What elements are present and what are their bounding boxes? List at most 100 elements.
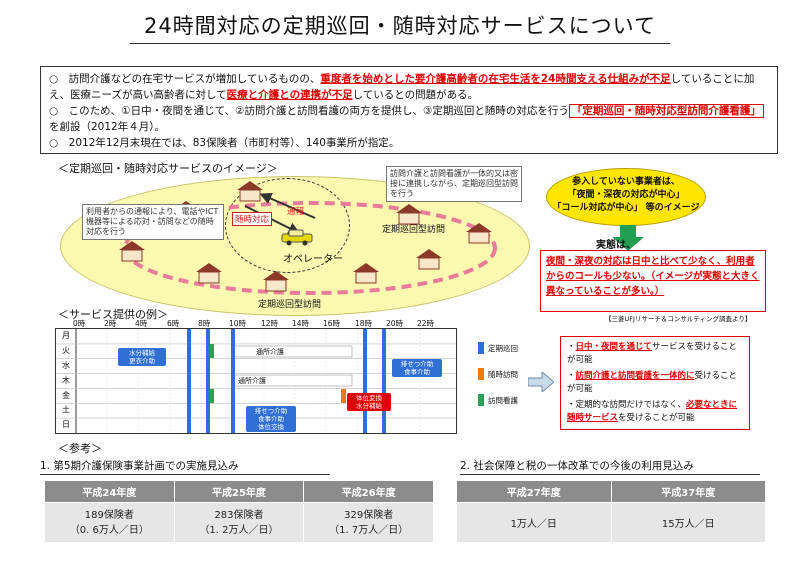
house-icon bbox=[196, 263, 222, 284]
day-label: 火 bbox=[62, 345, 70, 355]
summary-p1-red1: 重度者を始めとした要介護高齢者の在宅生活を24時間支える仕組みが不足 bbox=[320, 73, 671, 85]
fact-body: 夜間・深夜の対応は日中と比べて少なく、利用者からのコールも少ない。（イメージが実… bbox=[546, 256, 760, 297]
fact-box: 夜間・深夜の対応は日中と比べて少なく、利用者からのコールも少ない。（イメージが実… bbox=[540, 250, 766, 312]
table2-cell: 15万人／日 bbox=[610, 502, 766, 543]
day-label: 木 bbox=[62, 375, 70, 385]
route-label-right: 定期巡回型訪問 bbox=[382, 225, 446, 235]
hour-label: 14時 bbox=[292, 319, 310, 328]
summary-p1-red2: 医療と介護との連携が不足 bbox=[226, 89, 353, 101]
table1-title-underline bbox=[40, 474, 330, 475]
benefit-notes: ・日中・夜間を通じてサービスを受けることが可能 ・訪問介護と訪問看護を一体的に受… bbox=[560, 336, 750, 430]
hour-label: 0時 bbox=[73, 319, 86, 328]
page-title: 24時間対応の定期巡回・随時対応サービスについて bbox=[143, 14, 657, 38]
legend-label: 訪問看護 bbox=[488, 395, 518, 405]
house-icon bbox=[396, 204, 422, 225]
hour-label: 2時 bbox=[104, 319, 117, 328]
legend-swatch bbox=[478, 342, 484, 354]
hour-label: 6時 bbox=[167, 319, 180, 328]
note-1-pre: ・ bbox=[567, 342, 576, 352]
table1-cell: 189保険者（0. 6万人／日） bbox=[44, 502, 175, 543]
table2-title-underline bbox=[460, 474, 760, 475]
house-icon bbox=[119, 241, 145, 262]
summary-p2: ○ このため、①日中・夜間を通じて、②訪問介護と訪問看護の両方を提供し、③定期巡… bbox=[49, 103, 769, 135]
table2-title: 2. 社会保障と税の一体改革での今後の利用見込み bbox=[460, 460, 694, 472]
table1-cell-line1: 283保険者 bbox=[214, 509, 264, 521]
house-icon bbox=[353, 263, 379, 284]
day-label: 金 bbox=[62, 390, 70, 400]
fact-source: 【三菱UFJリサーチ＆コンサルティング調査より】 bbox=[605, 315, 752, 323]
tsusho-label-1: 通所介護 bbox=[256, 348, 284, 356]
table1-header: 平成24年度 bbox=[44, 480, 175, 503]
title-underline bbox=[130, 43, 670, 44]
operator-area-ellipse bbox=[225, 178, 350, 273]
table2: 平成27年度 平成37年度 1万人／日 15万人／日 bbox=[456, 480, 766, 543]
table2-cell: 1万人／日 bbox=[456, 502, 612, 543]
table1-header: 平成25年度 bbox=[173, 480, 305, 503]
schedule-grid: 月 火 水 木 金 土 日 通所介護 通所介護 水分補給 更衣介助 排せつ介助 … bbox=[55, 328, 457, 434]
day-label: 月 bbox=[62, 331, 70, 340]
table2-header: 平成37年度 bbox=[610, 480, 766, 503]
legend-label: 随時訪問 bbox=[488, 369, 518, 379]
note-2-red: 訪問介護と訪問看護を一体的に bbox=[575, 371, 695, 381]
hour-label: 8時 bbox=[198, 319, 211, 328]
note-taii: 体位変換 水分補給 bbox=[347, 393, 391, 411]
day-labels: 月 火 水 木 金 土 日 bbox=[56, 329, 76, 433]
right-arrow-icon bbox=[528, 372, 554, 392]
house-icon bbox=[237, 181, 263, 202]
bubble-line1: 参入していない事業者は、 bbox=[572, 177, 680, 187]
table1-cell-line1: 329保険者 bbox=[344, 509, 394, 521]
summary-p3: ○ 2012年12月末現在では、83保険者（市町村等）、140事業所が指定。 bbox=[49, 137, 400, 149]
hour-axis: 0時 2時 4時 6時 8時 10時 12時 14時 16時 18時 20時 2… bbox=[73, 318, 453, 328]
note-1-post: サービスを受けることが可能 bbox=[567, 342, 738, 365]
table1-cell-line2: （0. 6万人／日） bbox=[69, 524, 149, 536]
note-2-pre: ・ bbox=[567, 371, 576, 381]
legend-swatch bbox=[478, 368, 484, 380]
table1-header: 平成26年度 bbox=[303, 480, 434, 503]
legend-swatch bbox=[478, 394, 484, 406]
table1: 平成24年度 平成25年度 平成26年度 189保険者（0. 6万人／日） 28… bbox=[44, 480, 434, 543]
bubble-line2: 「夜間・深夜の対応が中心」 bbox=[567, 190, 685, 200]
misconception-bubble: 参入していない事業者は、 「夜間・深夜の対応が中心」 「コール対応が中心」 等の… bbox=[546, 168, 706, 226]
schedule-legend: 定期巡回 随時訪問 訪問看護 bbox=[478, 342, 548, 406]
bubble-line3: 「コール対応が中心」 等のイメージ bbox=[552, 203, 700, 213]
operator-label: オペレーター bbox=[283, 254, 343, 265]
route-label-bottom: 定期巡回型訪問 bbox=[258, 300, 322, 310]
house-icon bbox=[466, 223, 492, 244]
operator-car-icon bbox=[281, 229, 313, 246]
note-3-pre: ・定期的な訪問だけではなく、 bbox=[567, 400, 687, 410]
tag-zuiji-taiou: 随時対応 bbox=[232, 212, 273, 226]
hour-label: 16時 bbox=[323, 319, 341, 328]
note-3: ・定期的な訪問だけではなく、必要なときに随時サービスを受けることが可能 bbox=[567, 399, 743, 424]
tsusho-label-2: 通所介護 bbox=[238, 377, 266, 385]
fact-head: 実態は、 bbox=[596, 240, 636, 251]
note-3-red: 必要なときに随時サービス bbox=[567, 400, 738, 423]
hour-label: 4時 bbox=[135, 319, 148, 328]
summary-p2-post: を創設（2012年４月）。 bbox=[49, 121, 165, 133]
table1-title: 1. 第5期介護保険事業計画での実施見込み bbox=[40, 460, 239, 472]
image-section-label: ＜定期巡回・随時対応サービスのイメージ＞ bbox=[58, 162, 278, 175]
house-icon bbox=[263, 271, 289, 292]
house-icon bbox=[416, 249, 442, 270]
hour-label: 10時 bbox=[229, 319, 247, 328]
note-haisetsu-2: 排せつ介助 食事介助 体位交換 bbox=[246, 406, 296, 432]
note-haisetsu-1: 排せつ介助 食事介助 bbox=[392, 359, 442, 377]
tag-tsuho: 通報 bbox=[287, 207, 305, 217]
callout-teiki: 訪問介護と訪問看護が一体的又は密接に連携しながら、定期巡回型訪問を行う bbox=[386, 166, 522, 202]
table1-cell: 283保険者 （1. 2万人／日） bbox=[173, 502, 305, 543]
summary-p1: ○ 訪問介護などの在宅サービスが増加しているものの、重度者を始めとした要介護高齢… bbox=[49, 71, 769, 103]
note-2-post: 受けることが可能 bbox=[567, 371, 738, 394]
reference-label: ＜参考＞ bbox=[58, 442, 102, 455]
note-1: ・日中・夜間を通じてサービスを受けることが可能 bbox=[567, 341, 743, 366]
hour-label: 22時 bbox=[417, 319, 435, 328]
legend-label: 定期巡回 bbox=[488, 343, 518, 353]
note-2: ・訪問介護と訪問看護を一体的に受けることが可能 bbox=[567, 370, 743, 395]
table1-cell: 329保険者 （1. 7万人／日） bbox=[303, 502, 434, 543]
callout-zuiji: 利用者からの通報により、電話やICT機器等による応対・訪問などの随時対応を行う bbox=[82, 204, 224, 240]
schedule-grid-svg bbox=[56, 329, 456, 433]
note-1-red: 日中・夜間を通じて bbox=[575, 342, 653, 352]
hour-label: 12時 bbox=[261, 319, 279, 328]
table2-header: 平成27年度 bbox=[456, 480, 612, 503]
green-down-arrow-icon bbox=[612, 225, 644, 251]
table1-cell-line2: （1. 2万人／日） bbox=[199, 524, 279, 536]
table1-cell-line2: （1. 7万人／日） bbox=[329, 524, 409, 536]
